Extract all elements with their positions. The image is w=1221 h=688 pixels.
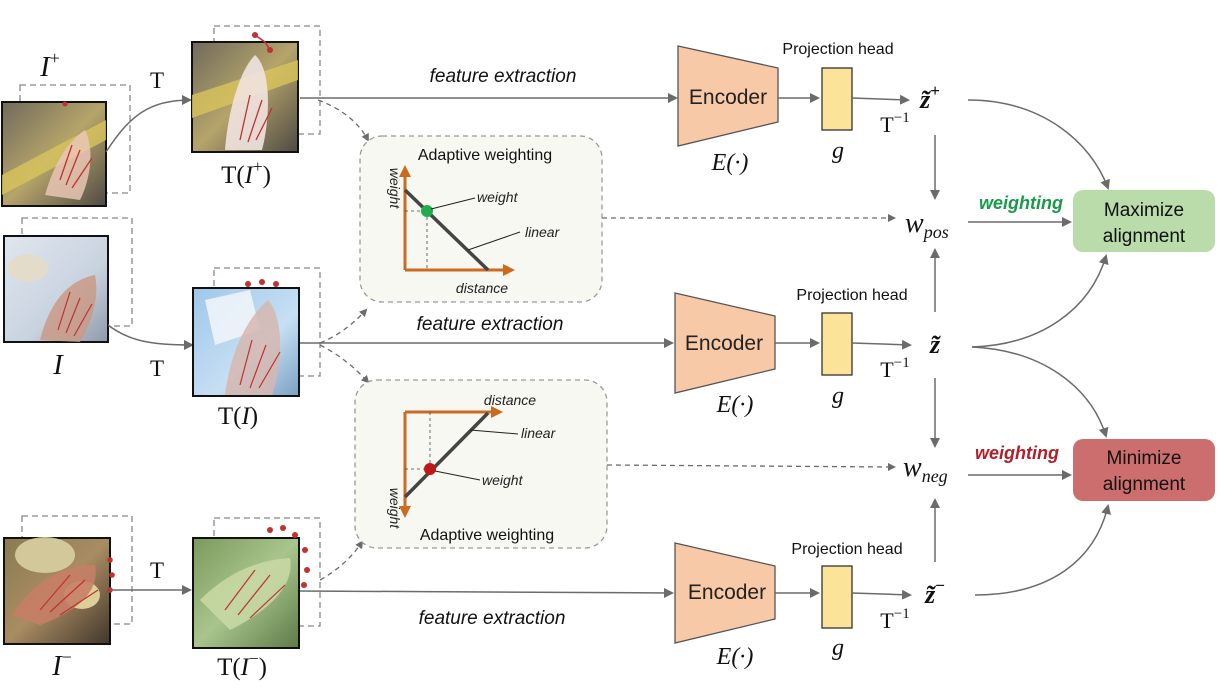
positive-point-label: weight	[477, 189, 519, 205]
negative-line-label: linear	[521, 425, 557, 441]
positive-panel-title: Adaptive weighting	[418, 147, 552, 164]
positive-transformed-image	[191, 32, 299, 153]
negative-linear-line	[403, 411, 490, 499]
positive-head-symbol: g	[832, 138, 844, 164]
anchor-image	[3, 235, 109, 343]
anchor-input-group: I	[3, 217, 133, 381]
positive-encoder-label: Encoder	[689, 86, 767, 109]
positive-embedding: z̃+	[919, 81, 940, 114]
anchor-encoder-label: Encoder	[685, 332, 763, 355]
negative-transformed-label: T(I−)	[217, 649, 267, 681]
positive-image	[1, 101, 107, 207]
anchor-transformed-label: T(I)	[218, 403, 258, 430]
positive-image-label: I+	[39, 48, 59, 83]
anchor-feature-label: feature extraction	[417, 314, 564, 335]
positive-line-label: linear	[525, 224, 561, 240]
negative-input-group: I−	[3, 515, 133, 682]
negative-projection-head: Projection head g	[791, 541, 902, 661]
positive-head-title: Projection head	[782, 41, 893, 58]
anchor-head-title: Projection head	[796, 287, 907, 304]
negative-transformed-group: T(I−)	[192, 517, 321, 681]
negative-point-label: weight	[482, 472, 524, 488]
minimize-line1: Minimize	[1107, 448, 1182, 469]
negative-axis-x-label: distance	[484, 392, 536, 408]
positive-axis-y-label: weight	[387, 168, 403, 210]
maximize-line1: Maximize	[1104, 200, 1184, 221]
positive-encoder-func: E(·)	[711, 150, 749, 176]
positive-axis-x-label: distance	[456, 280, 508, 296]
positive-weight-point	[421, 205, 433, 217]
negative-embedding: z̃−	[924, 576, 945, 609]
neg-weighting-label: weighting	[975, 443, 1059, 463]
negative-transform-op: T	[110, 558, 192, 595]
positive-transform-op: T	[105, 68, 192, 153]
weight-pos: wpos	[905, 208, 949, 242]
weight-neg: wneg	[903, 452, 948, 486]
anchor-transformed-group: T(I)	[192, 267, 321, 430]
positive-transform-symbol: T	[150, 68, 164, 93]
anchor-feature-flow: feature extraction	[300, 314, 674, 348]
positive-transformed-group: T(I+)	[191, 25, 321, 189]
minimize-line2: alignment	[1103, 474, 1186, 495]
negative-weight-point	[424, 463, 436, 475]
negative-transformed-image	[192, 525, 310, 649]
positive-inverse-transform: T−1	[880, 110, 909, 137]
anchor-transform-op: T	[107, 324, 194, 381]
negative-encoder-label: Encoder	[688, 581, 766, 604]
negative-feature-label: feature extraction	[419, 608, 566, 629]
anchor-inverse-transform: T−1	[880, 355, 909, 382]
negative-head-symbol: g	[832, 635, 844, 661]
negative-encoder-func: E(·)	[716, 644, 754, 670]
positive-encoder: Encoder E(·)	[677, 45, 779, 176]
positive-transformed-label: T(I+)	[221, 157, 271, 189]
anchor-encoder: Encoder E(·)	[674, 292, 776, 418]
anchor-embedding: z̃	[929, 330, 941, 359]
negative-panel-title: Adaptive weighting	[420, 527, 554, 544]
anchor-image-label: I	[52, 350, 64, 381]
positive-input-group: I+	[1, 48, 131, 207]
negative-axis-y-label: weight	[387, 488, 403, 530]
pos-weighting-label: weighting	[979, 193, 1063, 213]
anchor-encoder-func: E(·)	[716, 392, 754, 418]
negative-inverse-transform: T−1	[880, 606, 909, 633]
maximize-alignment-box: Maximize alignment	[1073, 190, 1215, 252]
positive-linear-line	[403, 188, 490, 272]
positive-feature-flow: feature extraction	[300, 66, 678, 103]
anchor-transformed-image	[192, 279, 300, 397]
maximize-line2: alignment	[1103, 226, 1186, 247]
negative-image	[3, 537, 115, 645]
positive-feature-label: feature extraction	[430, 66, 577, 87]
positive-projection-head: Projection head g	[782, 41, 893, 164]
anchor-head-symbol: g	[832, 383, 844, 409]
negative-image-label: I−	[51, 647, 71, 682]
negative-encoder: Encoder E(·)	[674, 542, 776, 670]
minimize-alignment-box: Minimize alignment	[1073, 439, 1215, 501]
anchor-transform-symbol: T	[150, 356, 164, 381]
positive-weighting-panel: Adaptive weighting weight distance weigh…	[359, 135, 603, 303]
negative-feature-flow: feature extraction	[299, 587, 674, 629]
negative-transform-symbol: T	[150, 558, 164, 583]
anchor-projection-head: Projection head g	[796, 287, 907, 409]
negative-weighting-panel: distance weight weight linear Adaptive w…	[354, 379, 608, 549]
negative-head-title: Projection head	[791, 541, 902, 558]
